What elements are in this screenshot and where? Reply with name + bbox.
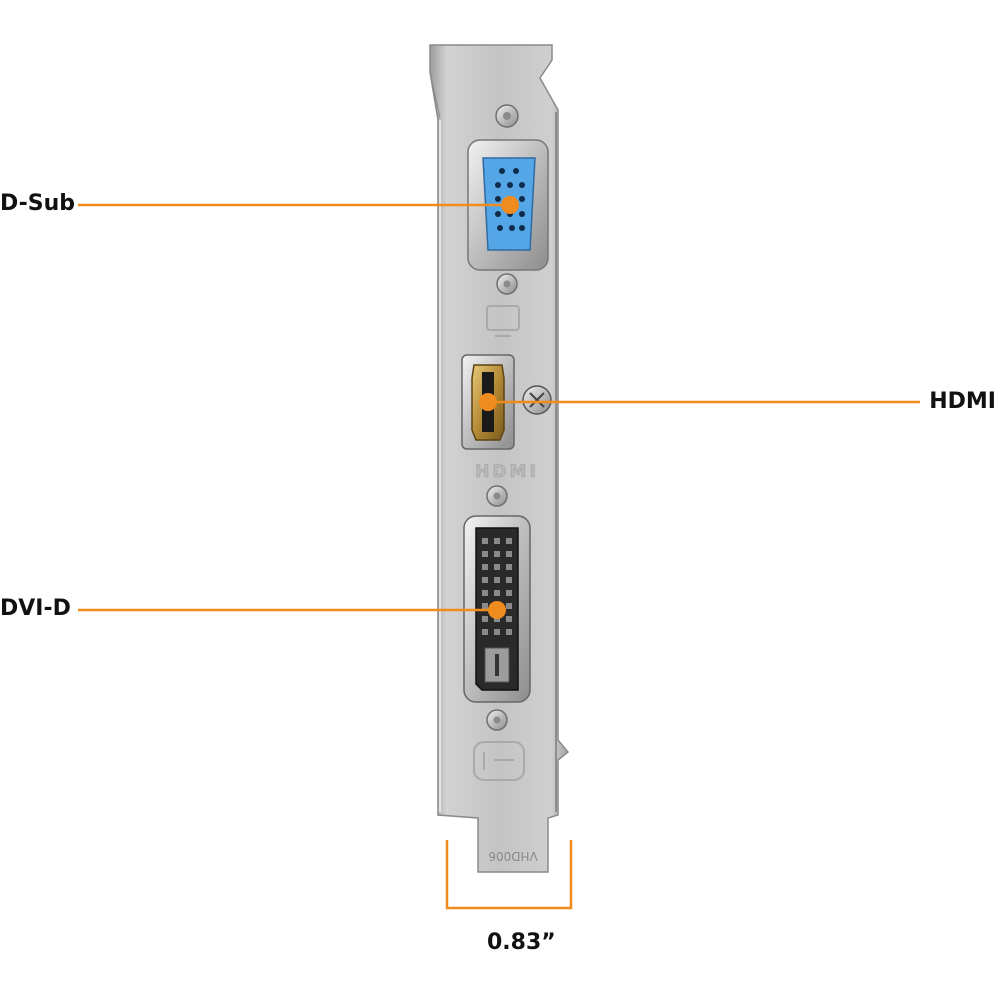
screw-hdmi-icon [522, 385, 552, 415]
width-dimension-label: 0.83” [487, 930, 556, 955]
dsub-label: D-Sub [0, 191, 76, 216]
screw-dvi-top-icon [486, 485, 508, 507]
screw-dvi-bottom-icon [486, 709, 508, 731]
dvi-label: DVI-D [0, 596, 71, 621]
hdmi-label: HDMI [929, 389, 996, 414]
monitor-emboss-icon [486, 305, 520, 337]
screw-top-icon [495, 104, 519, 128]
width-dimension-bracket [445, 840, 573, 910]
callout-hdmi [479, 393, 920, 411]
callout-dsub [78, 196, 519, 214]
part-code-text: VHD006 [488, 849, 537, 863]
hdmi-emboss-text: HDMI [475, 462, 539, 482]
screw-mid-icon [496, 273, 518, 295]
callout-dvi [78, 601, 506, 619]
dvi-emboss-icon [473, 741, 525, 781]
